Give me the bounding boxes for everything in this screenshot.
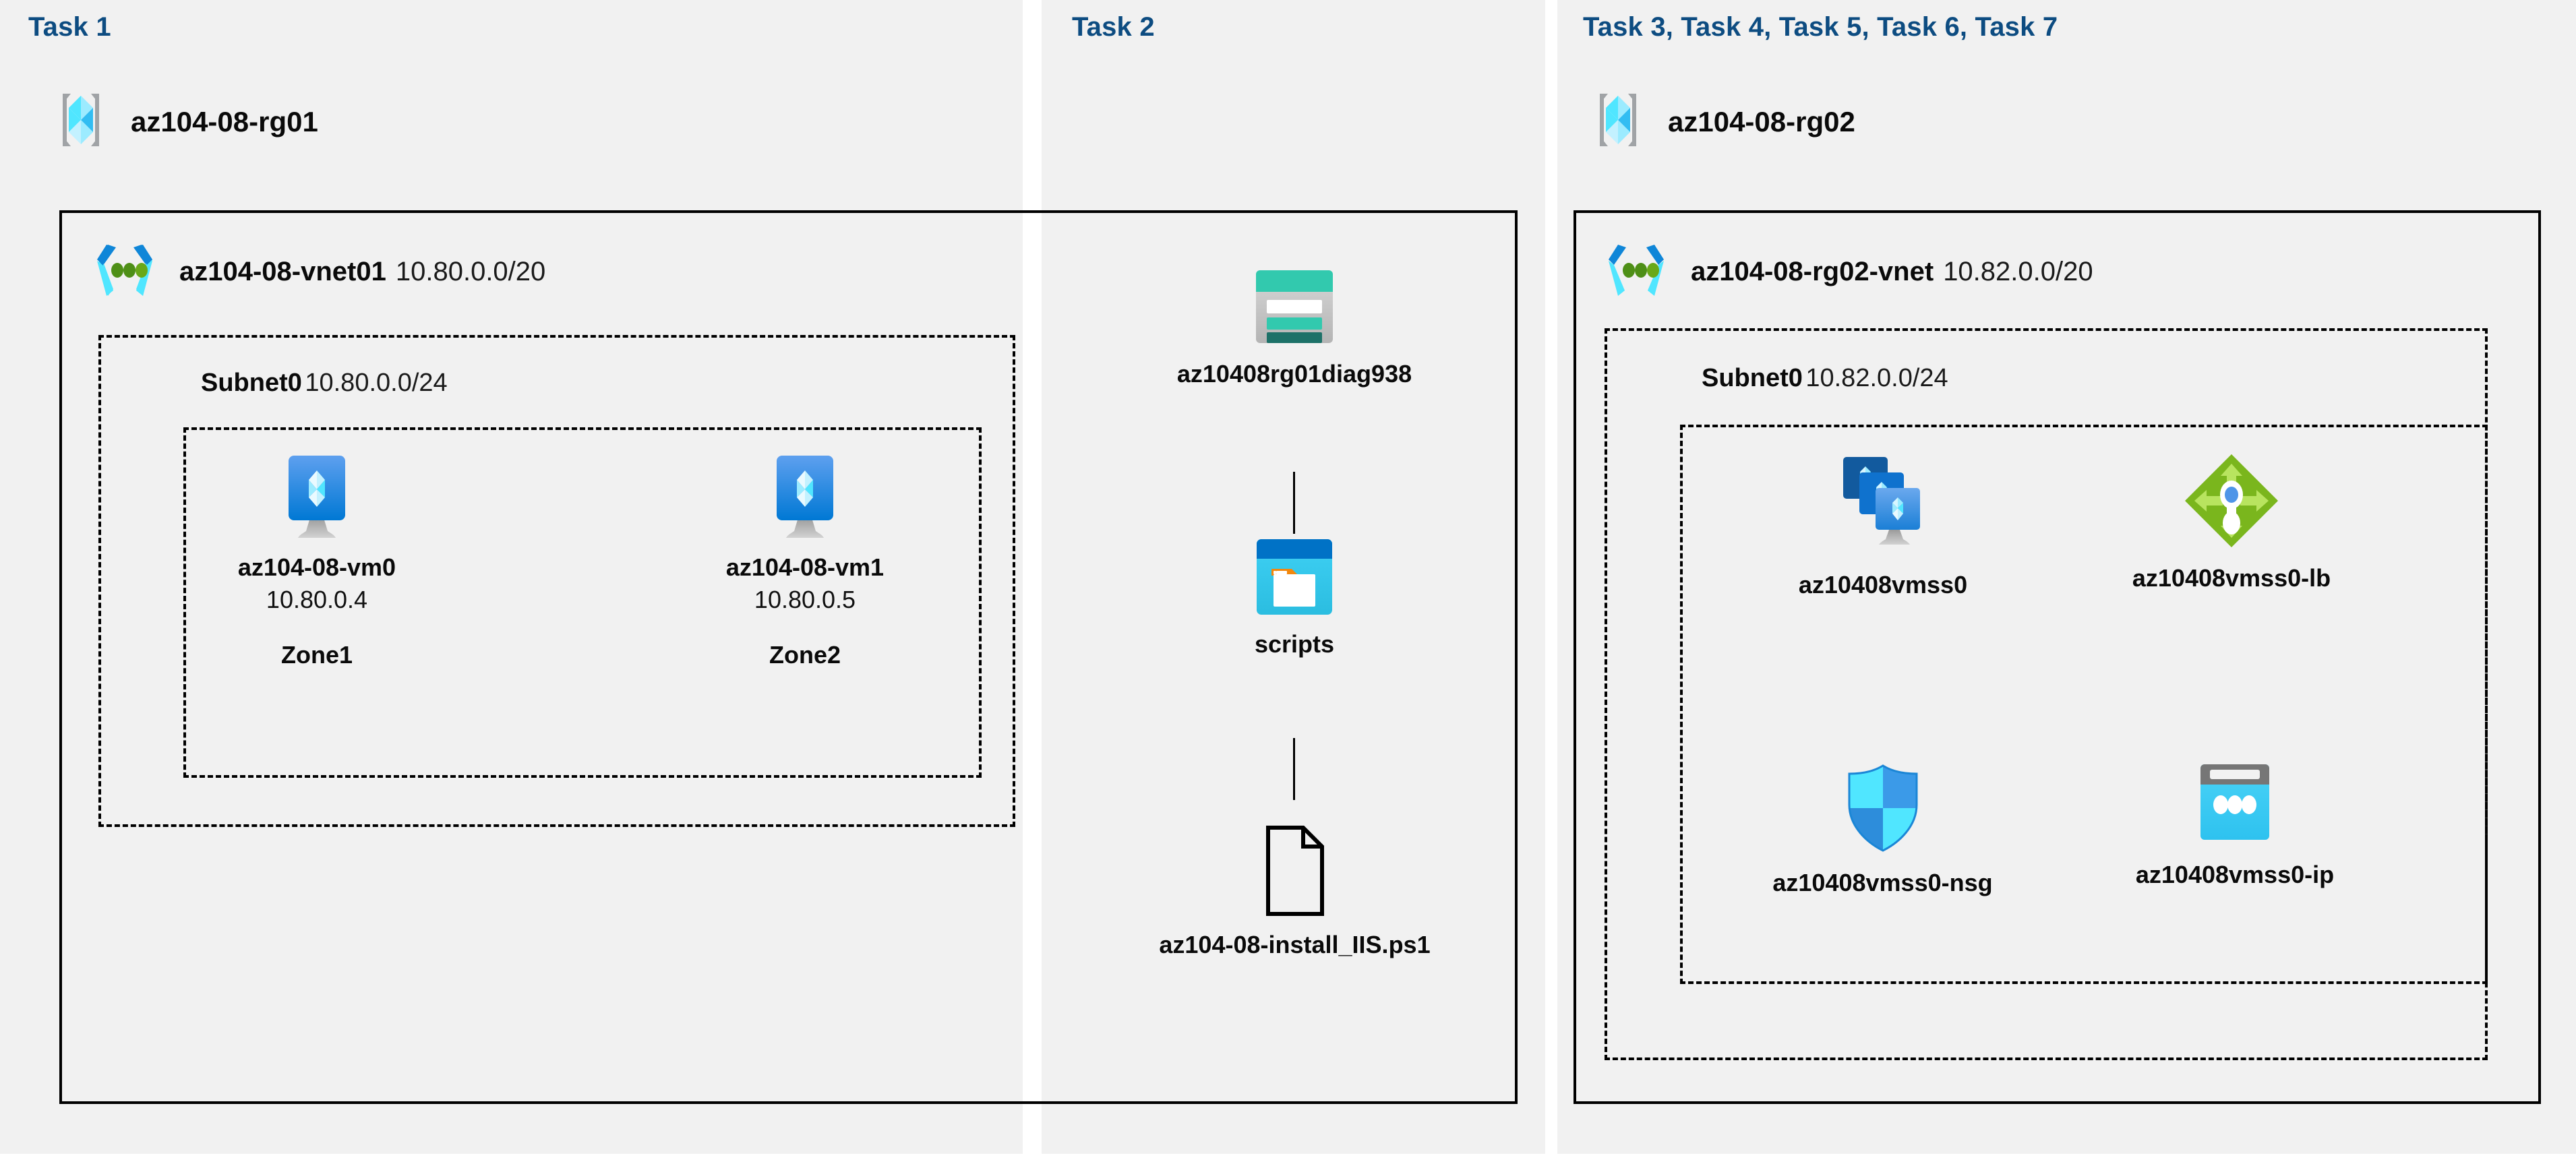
vm-zone: Zone2 — [769, 641, 841, 669]
vnet-header-task1: az104-08-vnet01 10.80.0.0/20 — [88, 239, 545, 305]
storage-account-label: az10408rg01diag938 — [1176, 360, 1412, 388]
task-heading-2: Task 2 — [1072, 12, 1155, 42]
connector-storage-to-scripts — [1293, 472, 1295, 534]
vm-ip: 10.80.0.5 — [754, 586, 856, 613]
resource-group-header-rg02: az104-08-rg02 — [1586, 88, 1855, 156]
vm-label: az104-08-vm1 — [725, 553, 885, 581]
subnet-header-task3to7: Subnet0 10.82.0.0/24 — [1702, 364, 1948, 393]
load-balancer-node[interactable]: az10408vmss0-lb — [2073, 450, 2390, 592]
vm-node-1[interactable]: az104-08-vm1 10.80.0.5 Zone2 — [690, 453, 920, 669]
virtual-network-icon — [1599, 239, 1673, 305]
resource-group-icon — [49, 88, 113, 156]
subnet-cidr: 10.80.0.0/24 — [305, 369, 448, 397]
subnet-name: Subnet0 — [1702, 364, 1803, 392]
vnet-cidr: 10.80.0.0/20 — [395, 257, 546, 286]
vnet-cidr: 10.82.0.0/20 — [1943, 257, 2093, 286]
vm-scale-set-icon — [1832, 450, 1934, 561]
panel-task1 — [0, 0, 1023, 1154]
public-ip-address-icon — [2194, 760, 2276, 851]
script-file-node[interactable]: az104-08-install_IIS.ps1 — [1111, 824, 1478, 959]
connector-scripts-to-file — [1293, 738, 1295, 800]
storage-account-icon — [1252, 266, 1337, 350]
vm-label: az104-08-vm0 — [237, 553, 396, 581]
vnet-box-task3to7 — [1574, 210, 2541, 1104]
task-heading-1: Task 1 — [28, 12, 111, 42]
virtual-machine-icon — [279, 453, 355, 544]
resource-group-header-rg01: az104-08-rg01 — [49, 88, 318, 156]
vnet-header-task3to7: az104-08-rg02-vnet 10.82.0.0/20 — [1599, 239, 2093, 305]
blob-container-label: scripts — [1254, 630, 1335, 658]
virtual-network-icon — [88, 239, 162, 305]
vnet-name: az104-08-vnet01 — [179, 257, 386, 286]
virtual-machine-icon — [767, 453, 843, 544]
subnet-inner-box-task3to7 — [1680, 425, 2488, 984]
subnet-cidr: 10.82.0.0/24 — [1805, 364, 1948, 392]
vm-node-0[interactable]: az104-08-vm0 10.80.0.4 Zone1 — [202, 453, 431, 669]
blob-container-node[interactable]: scripts — [1183, 536, 1406, 658]
load-balancer-label: az10408vmss0-lb — [2132, 564, 2331, 592]
script-file-icon — [1260, 824, 1330, 921]
blob-container-icon — [1254, 536, 1335, 621]
resource-group-icon — [1586, 88, 1650, 156]
subnet-header-task1: Subnet0 10.80.0.0/24 — [201, 369, 448, 398]
subnet-inner-box-task1 — [183, 427, 982, 778]
public-ip-label: az10408vmss0-ip — [2135, 861, 2335, 888]
load-balancer-icon — [2181, 450, 2282, 555]
vm-ip: 10.80.0.4 — [266, 586, 368, 613]
subnet-name: Subnet0 — [201, 369, 302, 397]
nsg-label: az10408vmss0-nsg — [1772, 869, 1993, 896]
resource-group-label: az104-08-rg02 — [1668, 105, 1855, 137]
vnet-box-task1 — [59, 210, 1518, 1104]
public-ip-node[interactable]: az10408vmss0-ip — [2083, 760, 2387, 889]
resource-group-label: az104-08-rg01 — [131, 105, 318, 137]
nsg-node[interactable]: az10408vmss0-nsg — [1719, 760, 2046, 897]
vmss-label: az10408vmss0 — [1798, 571, 1968, 599]
vm-zone: Zone1 — [280, 641, 353, 669]
subnet-box-task1 — [98, 335, 1015, 827]
script-file-label: az104-08-install_IIS.ps1 — [1159, 931, 1431, 958]
vmss-node[interactable]: az10408vmss0 — [1738, 450, 2028, 599]
network-security-group-icon — [1840, 760, 1926, 859]
storage-account-node[interactable]: az10408rg01diag938 — [1149, 266, 1439, 388]
task-heading-3to7: Task 3, Task 4, Task 5, Task 6, Task 7 — [1583, 12, 2058, 42]
panel-task3to7 — [1557, 0, 2576, 1154]
vnet-name: az104-08-rg02-vnet — [1691, 257, 1934, 286]
